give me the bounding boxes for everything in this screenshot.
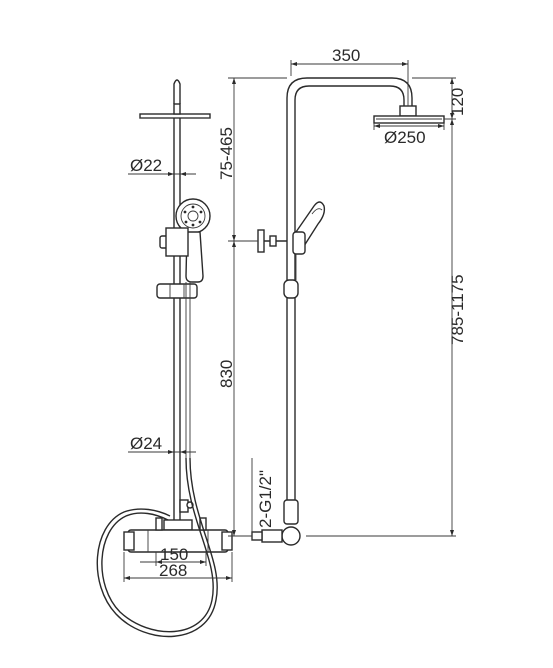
dim-valve-width: 268	[159, 561, 187, 580]
dim-lower-pipe-diameter: Ø24	[130, 434, 162, 453]
front-dimensions: Ø22 Ø24 150 268	[123, 156, 233, 582]
side-riser-arm	[286, 77, 413, 520]
side-hand-shower	[283, 201, 326, 299]
side-wall-bracket	[257, 229, 287, 253]
front-slide-holder	[156, 227, 198, 299]
side-mixer-valve	[251, 499, 301, 546]
dim-height-adjust: 75-465	[217, 127, 236, 180]
front-hand-shower	[175, 198, 211, 283]
side-rain-head	[373, 105, 445, 124]
dim-overall-height: 785-1175	[448, 274, 467, 345]
dim-top-pipe-diameter: Ø22	[130, 156, 162, 175]
front-mixer-valve	[123, 517, 233, 553]
dim-head-drop: 120	[448, 88, 467, 116]
front-top-pipe	[173, 79, 181, 104]
dim-arm-length: 350	[332, 46, 360, 65]
front-rain-head	[139, 103, 211, 119]
side-dimensions: 350 120 Ø250 785-1175 75-465 830	[217, 46, 467, 540]
front-view	[96, 79, 233, 638]
dim-rail-length: 830	[217, 360, 236, 388]
dim-inlet-spacing: 150	[160, 545, 188, 564]
dim-inlet-thread: 2-G1/2"	[256, 470, 275, 528]
side-view	[251, 77, 445, 546]
dim-head-diameter: Ø250	[384, 128, 426, 147]
front-hose-loop	[101, 457, 214, 633]
